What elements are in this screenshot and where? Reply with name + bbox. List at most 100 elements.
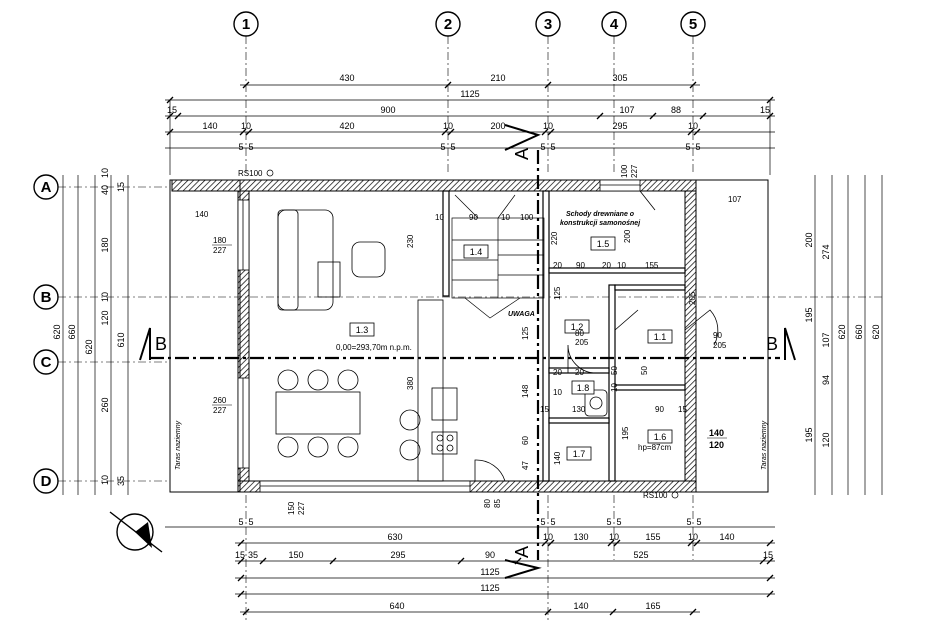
room-1-1: 1.1 (647, 329, 673, 344)
svg-text:227: 227 (213, 406, 227, 415)
axis-bubble-3: 3 (535, 11, 561, 37)
svg-text:90: 90 (469, 213, 478, 222)
svg-text:5: 5 (695, 142, 700, 152)
svg-text:90: 90 (576, 261, 585, 270)
svg-text:620: 620 (84, 339, 94, 354)
svg-text:10: 10 (241, 121, 251, 131)
svg-text:900: 900 (380, 105, 395, 115)
plan-notes: RS100 RS100 0,00=293,70m n.p.m. Schody d… (175, 169, 768, 500)
svg-text:94: 94 (821, 375, 831, 385)
axis-bubble-1: 1 (233, 11, 259, 37)
room-1-6: 1.6 (647, 429, 673, 444)
svg-text:D: D (41, 473, 52, 490)
room-1-7: 1.7 (566, 446, 592, 461)
room-1-3: 1.3 (349, 322, 375, 337)
svg-text:107: 107 (821, 332, 831, 347)
svg-text:5: 5 (238, 517, 243, 527)
svg-text:150: 150 (287, 501, 296, 515)
svg-text:5: 5 (550, 517, 555, 527)
svg-text:10: 10 (617, 261, 626, 270)
svg-text:230: 230 (406, 234, 415, 248)
axis-leaders (58, 36, 885, 620)
svg-text:4: 4 (610, 16, 619, 33)
svg-text:15: 15 (235, 550, 245, 560)
rs-bottom-label: RS100 (643, 491, 668, 500)
svg-text:88: 88 (671, 105, 681, 115)
svg-text:90: 90 (655, 405, 664, 414)
svg-text:1.1: 1.1 (654, 332, 667, 342)
svg-text:90: 90 (485, 550, 495, 560)
svg-text:A: A (512, 148, 532, 160)
svg-text:430: 430 (339, 73, 354, 83)
svg-text:200: 200 (490, 121, 505, 131)
svg-text:227: 227 (630, 164, 639, 178)
svg-text:1.2: 1.2 (571, 322, 584, 332)
svg-text:5: 5 (550, 142, 555, 152)
svg-text:10: 10 (100, 475, 110, 485)
svg-text:15: 15 (540, 405, 549, 414)
svg-text:5: 5 (685, 142, 690, 152)
dimensions-right: 200 195 195 274 107 94 120 620 660 620 (804, 175, 883, 495)
svg-text:10: 10 (543, 532, 553, 542)
svg-text:205: 205 (713, 341, 727, 350)
svg-text:5: 5 (440, 142, 445, 152)
svg-text:10: 10 (688, 532, 698, 542)
svg-text:2: 2 (444, 16, 452, 33)
svg-text:5: 5 (238, 142, 243, 152)
svg-text:1125: 1125 (480, 583, 499, 593)
svg-text:35: 35 (116, 476, 126, 486)
svg-text:205: 205 (688, 291, 697, 305)
stairs-note-2: konstrukcji samonośnej (560, 220, 641, 227)
svg-text:B: B (155, 334, 167, 354)
svg-text:15: 15 (116, 182, 126, 192)
svg-text:420: 420 (339, 121, 354, 131)
svg-text:295: 295 (390, 550, 405, 560)
svg-text:10: 10 (543, 121, 553, 131)
svg-text:220: 220 (550, 231, 559, 245)
axis-bubble-4: 4 (601, 11, 627, 37)
svg-text:260: 260 (100, 397, 110, 412)
stairs-note-1: Schody drewniane o (566, 211, 635, 218)
north-arrow-icon (109, 511, 163, 553)
doors (474, 190, 719, 482)
svg-text:305: 305 (612, 73, 627, 83)
svg-text:15: 15 (763, 550, 773, 560)
room-1-2: 1.2 (564, 319, 590, 334)
svg-text:5: 5 (540, 517, 545, 527)
svg-text:200: 200 (804, 232, 814, 247)
svg-text:140: 140 (195, 210, 209, 219)
svg-text:B: B (766, 334, 778, 354)
svg-text:525: 525 (633, 550, 648, 560)
svg-text:640: 640 (389, 601, 404, 611)
svg-text:80: 80 (483, 499, 492, 508)
svg-text:C: C (41, 354, 52, 371)
svg-text:620: 620 (52, 324, 62, 339)
svg-text:5: 5 (616, 517, 621, 527)
svg-text:180: 180 (213, 236, 227, 245)
svg-text:1.3: 1.3 (356, 325, 369, 335)
terrace-right-label: Taras naziemny (761, 420, 768, 470)
svg-text:A: A (41, 179, 52, 196)
svg-text:195: 195 (804, 427, 814, 442)
rs-top-label: RS100 (238, 169, 263, 178)
svg-text:180: 180 (100, 237, 110, 252)
axis-bubbles-top: 1 2 3 4 5 (233, 11, 706, 37)
svg-text:47: 47 (521, 461, 530, 470)
stairs (451, 194, 545, 319)
svg-text:10: 10 (443, 121, 453, 131)
svg-text:15: 15 (760, 105, 770, 115)
svg-text:35: 35 (248, 550, 258, 560)
svg-text:1.7: 1.7 (573, 449, 586, 459)
svg-text:10: 10 (609, 532, 619, 542)
svg-text:10: 10 (553, 388, 562, 397)
svg-text:1.4: 1.4 (470, 247, 483, 257)
interior-dimensions: 180 227 260 227 140 100 227 150 227 90 2… (195, 164, 742, 515)
svg-text:200: 200 (623, 229, 632, 243)
room-labels: 1.3 1.4 1.5 1.2 1.1 1.8 1.6 1.7 (349, 236, 673, 461)
room-1-8: 1.8 (571, 380, 595, 395)
svg-text:40: 40 (100, 185, 110, 195)
walls (169, 179, 769, 493)
svg-text:260: 260 (213, 396, 227, 405)
svg-text:1.5: 1.5 (597, 239, 610, 249)
svg-text:140: 140 (553, 451, 562, 465)
